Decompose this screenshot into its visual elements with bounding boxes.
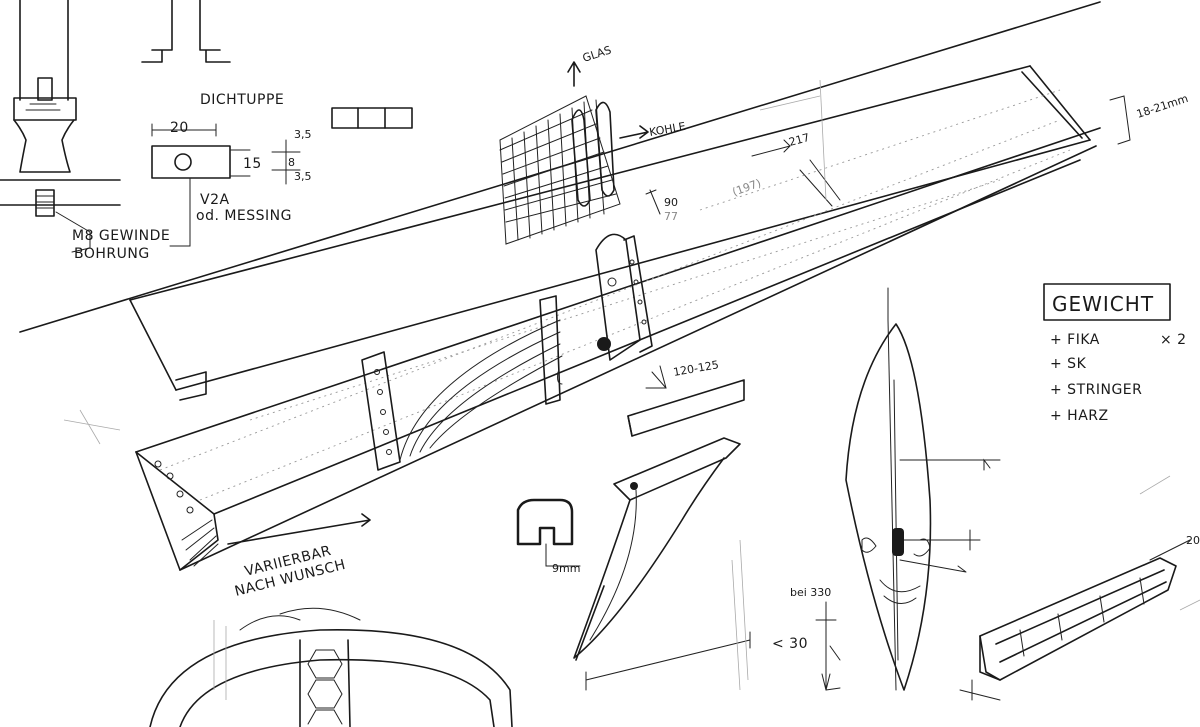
mesh-panel: GLAS KOHLE <box>499 43 687 245</box>
nose-sketch <box>149 607 513 727</box>
dim-90-label: 90 <box>664 196 678 209</box>
dim-15-label: 15 <box>243 156 262 172</box>
gewicht-item-stringer: + STRINGER <box>1050 382 1142 398</box>
variierbar-note: VARIIERBAR NACH WUNSCH <box>227 513 371 600</box>
dim-3-5-top-label: 3,5 <box>294 128 312 141</box>
messing-label: od. MESSING <box>196 208 292 224</box>
dim-8-label: 8 <box>288 156 295 169</box>
stray-strokes <box>63 79 1200 611</box>
gewicht-item-fika: + FIKA <box>1050 332 1100 348</box>
dim-3-5-bottom-label: 3,5 <box>294 170 312 183</box>
board-dimensions: 217 (197) 90 77 18-21mm <box>645 92 1190 223</box>
bis-330-label: bei 330 <box>790 586 831 599</box>
dim-120-125-label: 120-125 <box>672 358 720 379</box>
dim-18-21-label: 18-21mm <box>1135 92 1190 121</box>
dichtuppe-label: DICHTUPPE <box>200 92 284 108</box>
gewicht-item-harz: + HARZ <box>1050 408 1109 424</box>
m8-gewinde-label: M8 GEWINDE <box>72 228 170 244</box>
dim-77-label: 77 <box>664 210 678 223</box>
gewicht-multiplier: × 2 <box>1160 332 1187 348</box>
finbox-3d: 20 <box>959 534 1200 701</box>
gewicht-note: GEWICHT + FIKA × 2 + SK + STRINGER + HAR… <box>1043 283 1187 424</box>
dim-20-label: 20 <box>170 120 189 136</box>
kohle-label: KOHLE <box>648 120 686 139</box>
dim-9mm-label: 9mm <box>552 562 580 575</box>
board-outline: bei 330 < 30 <box>772 287 1001 691</box>
fin-sketch: 120-125 <box>573 358 751 691</box>
board-main-sketch <box>19 1 1101 571</box>
dim-197-label: (197) <box>731 176 763 198</box>
dim-217-label: 217 <box>787 131 811 149</box>
dim-20-right-label: 20 <box>1186 534 1200 547</box>
stub-detail <box>141 0 231 63</box>
bolt-detail <box>0 0 121 253</box>
v2a-label: V2A <box>200 192 230 208</box>
glas-label: GLAS <box>581 43 613 64</box>
bohrung-label: BOHRUNG <box>74 246 150 262</box>
gewicht-item-sk: + SK <box>1050 356 1087 372</box>
gewicht-title: GEWICHT <box>1052 292 1154 316</box>
fin-box-profile: 9mm <box>516 498 581 575</box>
dim-lt30-label: < 30 <box>772 636 808 652</box>
dichtuppe-detail: DICHTUPPE 20 15 3,5 8 3,5 V2A od. MESSIN… <box>72 92 413 262</box>
